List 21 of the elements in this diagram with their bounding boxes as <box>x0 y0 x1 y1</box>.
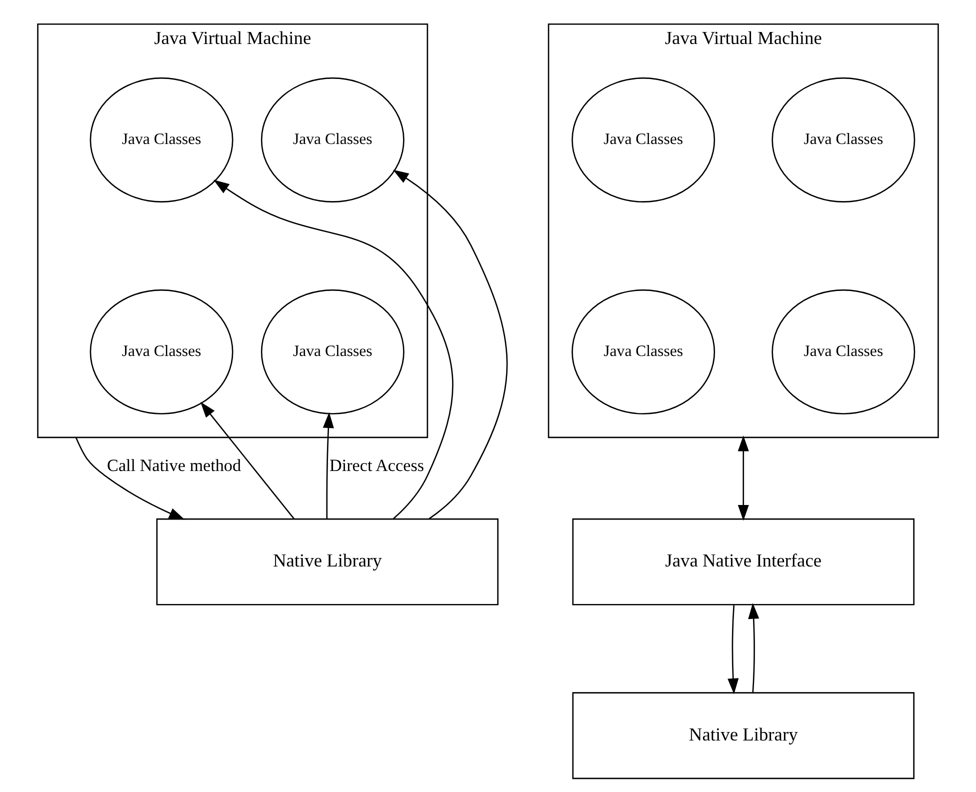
node-ellipse: Java Classes <box>572 289 716 414</box>
arrow <box>392 170 508 520</box>
arrow <box>200 402 295 520</box>
node-ellipse: Java Classes <box>260 77 404 202</box>
node-ellipse: Java Classes <box>772 289 916 414</box>
arrow <box>213 180 454 520</box>
node-box: Java Native Interface <box>572 518 914 606</box>
node-box: Native Library <box>156 518 499 606</box>
node-ellipse: Java Classes <box>572 77 716 202</box>
node-ellipse: Java Classes <box>90 77 234 202</box>
node-ellipse: Java Classes <box>90 289 234 414</box>
edge-label: Call Native method <box>107 456 242 475</box>
arrow <box>322 412 334 519</box>
edge-label: Direct Access <box>329 456 424 475</box>
node-box: Native Library <box>572 692 914 780</box>
arrow <box>738 435 749 521</box>
node-ellipse: Java Classes <box>772 77 916 202</box>
arrow <box>728 605 739 694</box>
arrow <box>75 437 185 520</box>
node-ellipse: Java Classes <box>260 289 404 414</box>
arrow <box>748 603 760 692</box>
